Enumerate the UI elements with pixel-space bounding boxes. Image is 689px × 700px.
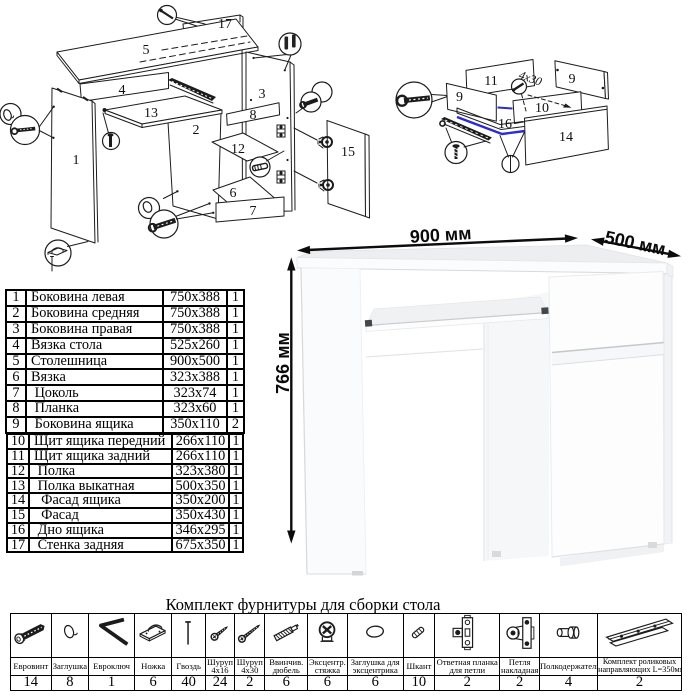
svg-text:1: 1	[73, 153, 80, 168]
svg-text:9: 9	[456, 90, 463, 105]
svg-text:7: 7	[250, 204, 257, 219]
svg-text:9: 9	[569, 72, 576, 87]
svg-text:3: 3	[259, 87, 266, 102]
svg-text:12: 12	[231, 142, 245, 157]
svg-text:5: 5	[143, 43, 150, 58]
svg-text:16: 16	[498, 117, 512, 132]
svg-text:10: 10	[535, 101, 549, 116]
svg-text:17: 17	[218, 17, 232, 32]
svg-text:15: 15	[341, 145, 355, 160]
svg-text:11: 11	[484, 74, 497, 89]
svg-text:13: 13	[144, 106, 158, 121]
svg-text:4: 4	[119, 83, 126, 98]
svg-text:2: 2	[193, 123, 200, 138]
svg-text:14: 14	[559, 130, 573, 145]
svg-text:900 мм: 900 мм	[409, 223, 472, 247]
svg-text:6: 6	[230, 186, 237, 201]
svg-text:766 мм: 766 мм	[273, 332, 293, 394]
svg-text:8: 8	[250, 108, 257, 123]
